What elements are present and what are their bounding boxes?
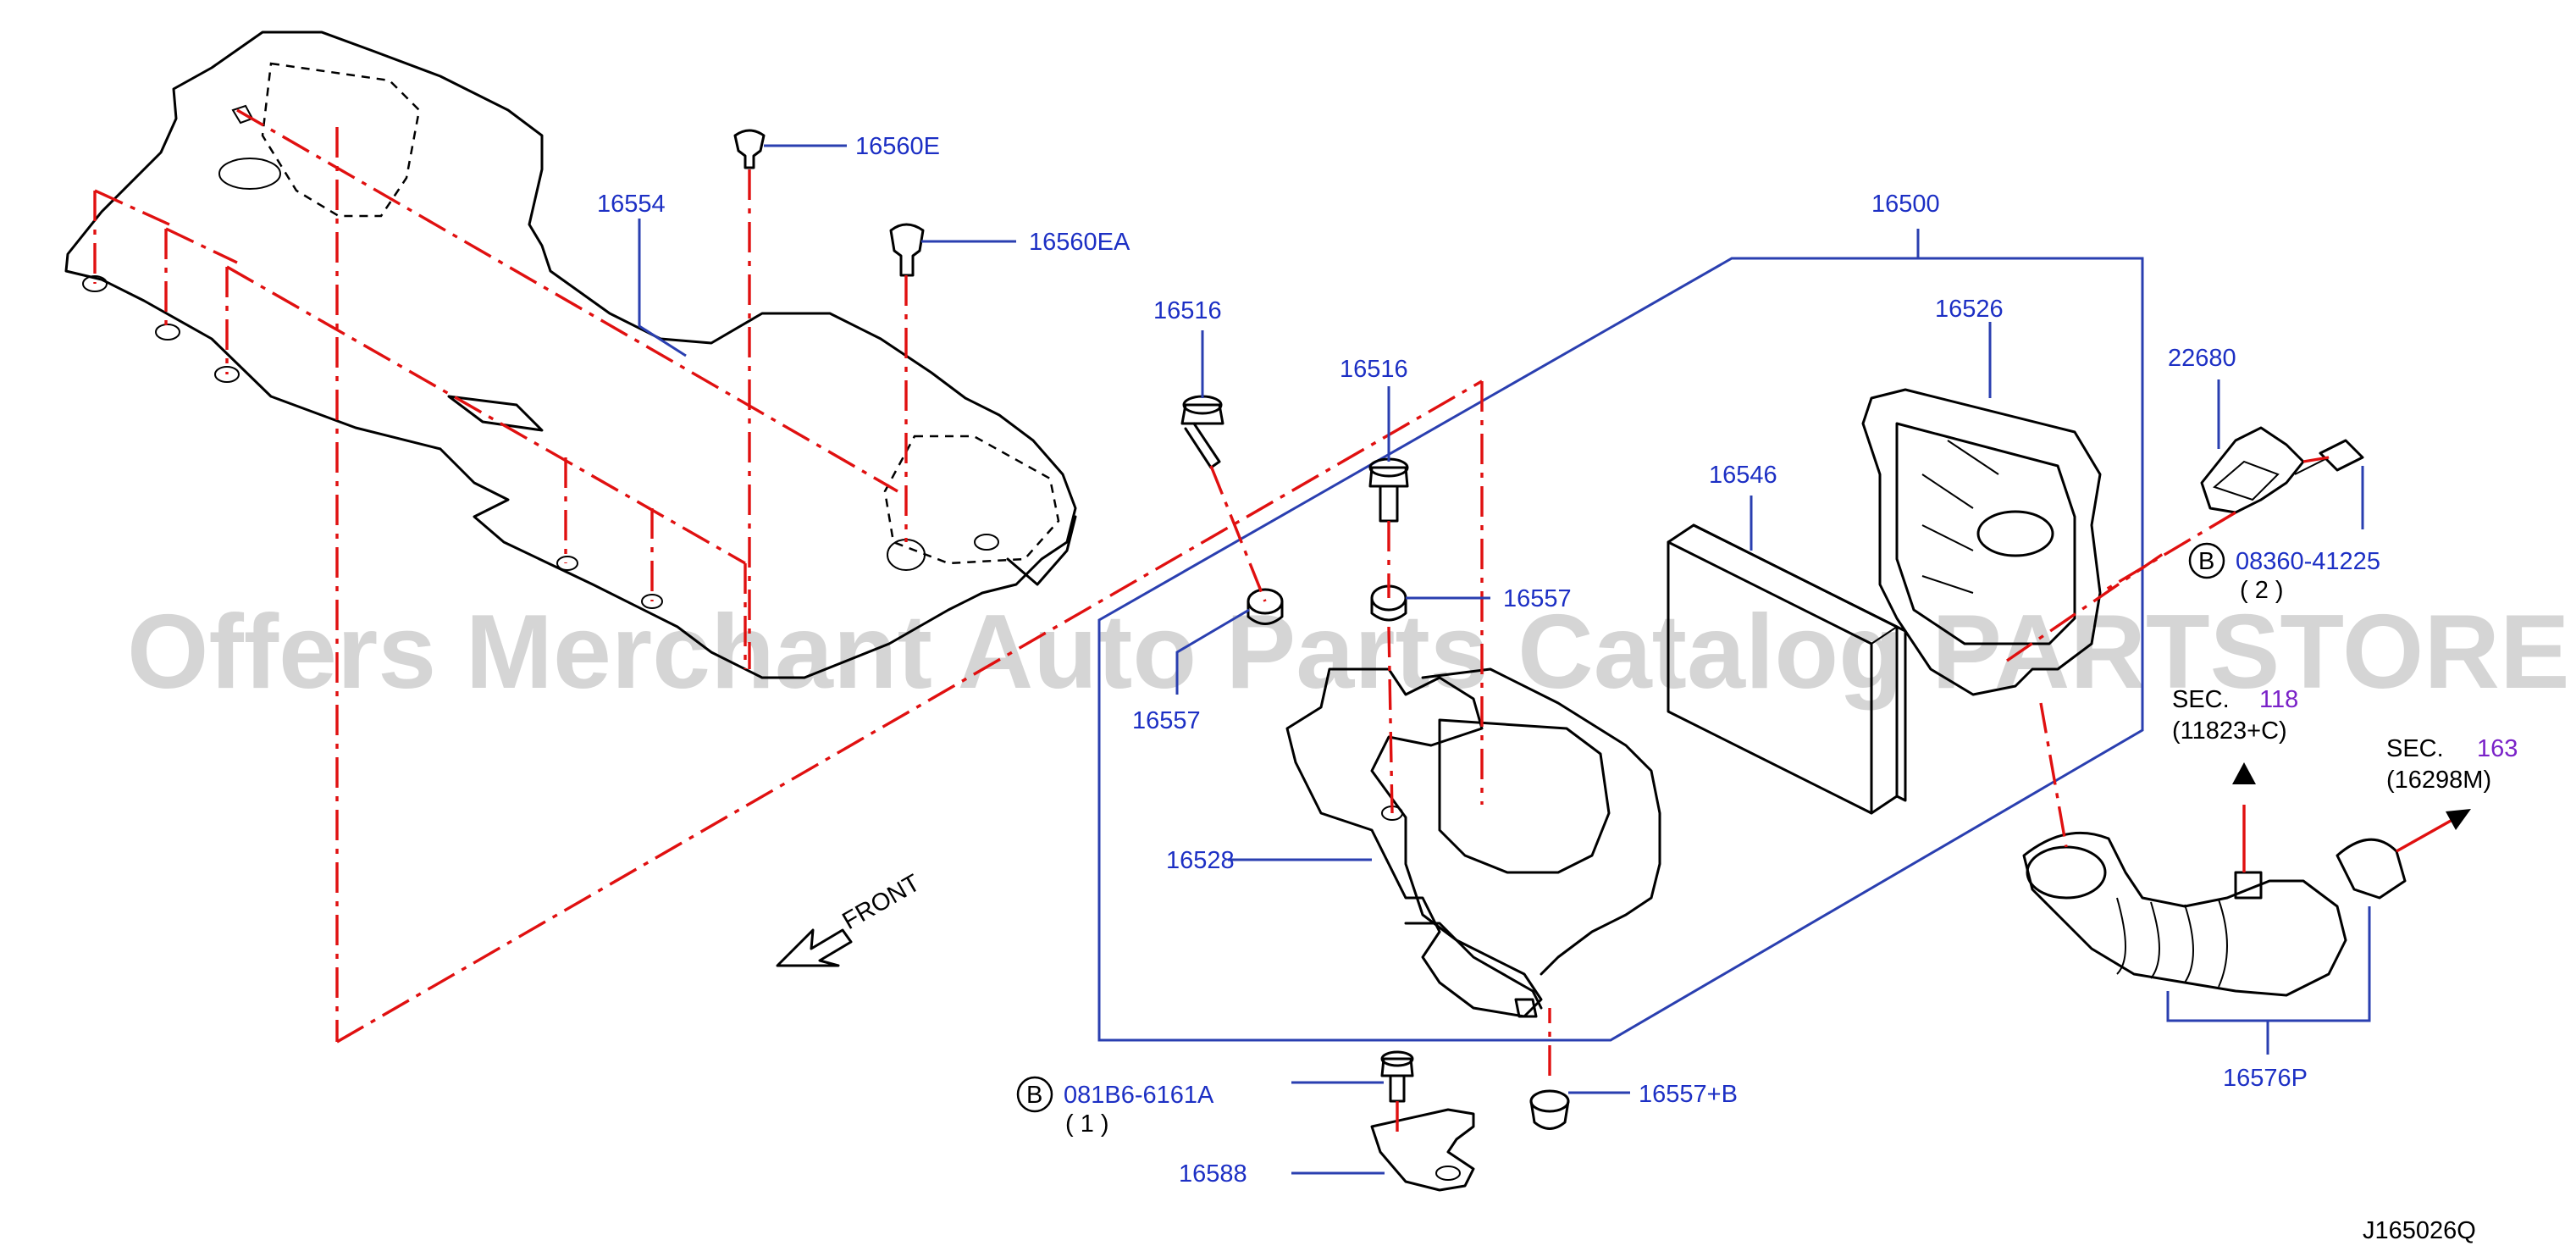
bolt-ref-badge: B [1026,1082,1042,1109]
callout-16557b[interactable]: 16557+B [1639,1081,1738,1108]
section-number: 163 [2477,735,2518,762]
alignment-lines [93,108,2465,1135]
assembly-16500-frame [1097,257,2144,1042]
sec-118-arrow [2232,762,2256,784]
leader-lines [638,144,2371,1175]
callout-16500[interactable]: 16500 [1871,191,1940,218]
section-sub: (11823+C) [2172,717,2287,745]
callout-22680[interactable]: 22680 [2168,345,2236,372]
callout-16557-right[interactable]: 16557 [1503,585,1572,612]
callout-16516-lower[interactable]: 16516 [1340,356,1408,383]
bolt-ref-number: 08360-41225 [2236,548,2380,575]
bolt-ref-081b6[interactable]: B 081B6-6161A ( 1 ) [1016,1076,1214,1138]
bolt-ref-qty: ( 1 ) [1065,1110,1109,1138]
grommet-16557b-part[interactable] [1529,1089,1570,1130]
airflow-sensor-part[interactable] [2200,426,2305,514]
callout-16516-upper[interactable]: 16516 [1153,297,1222,324]
callout-16528[interactable]: 16528 [1166,847,1235,874]
bolt-ref-08360[interactable]: B 08360-41225 ( 2 ) [2188,542,2380,604]
bolt-ref-number: 081B6-6161A [1064,1082,1214,1109]
sec-163-arrow [2446,809,2471,830]
watermark-text: Offers Merchant Auto Parts Catalog PARTS… [127,594,2576,711]
callout-16554[interactable]: 16554 [597,191,666,218]
diagram-id: J165026Q [2363,1217,2476,1244]
air-duct-part[interactable] [2022,831,2407,997]
grommet-16557-left-part[interactable] [1247,588,1284,625]
underbody-cover-part[interactable] [64,30,1077,679]
callout-16560ea[interactable]: 16560EA [1029,229,1130,256]
section-sub: (16298M) [2386,767,2491,794]
section-number: 118 [2259,686,2298,713]
callout-16560e[interactable]: 16560E [855,133,940,160]
bolt-ref-badge: B [2198,548,2214,575]
callout-16588[interactable]: 16588 [1179,1160,1247,1188]
section-ref-118[interactable]: SEC. 118 (11823+C) [2172,686,2298,745]
front-direction-indicator: FRONT [776,869,926,967]
section-ref-163[interactable]: SEC. 163 (16298M) [2386,735,2518,794]
front-label: FRONT [838,869,926,935]
bolt-16516-upper-part[interactable] [1180,395,1224,469]
clip-16560ea-part[interactable] [889,223,925,277]
sensor-screw-part[interactable] [2294,439,2364,475]
air-cleaner-upper-cover-part[interactable] [1861,388,2102,696]
clip-16560e-part[interactable] [733,129,766,169]
section-prefix: SEC. [2386,735,2444,762]
callout-16526[interactable]: 16526 [1935,296,2004,323]
callout-16557-left[interactable]: 16557 [1132,707,1201,734]
bolt-ref-qty: ( 2 ) [2240,577,2284,604]
section-prefix: SEC. [2172,686,2230,713]
bracket-16588-part[interactable] [1370,1050,1475,1192]
callout-labels: 16554 16560E 16560EA 16500 16516 16516 1… [597,133,2308,1188]
bolt-16516-lower-part[interactable] [1368,457,1409,523]
callout-16576p[interactable]: 16576P [2223,1065,2308,1092]
callout-16546[interactable]: 16546 [1709,462,1777,489]
air-cleaner-lower-case-part[interactable] [1285,667,1661,1018]
